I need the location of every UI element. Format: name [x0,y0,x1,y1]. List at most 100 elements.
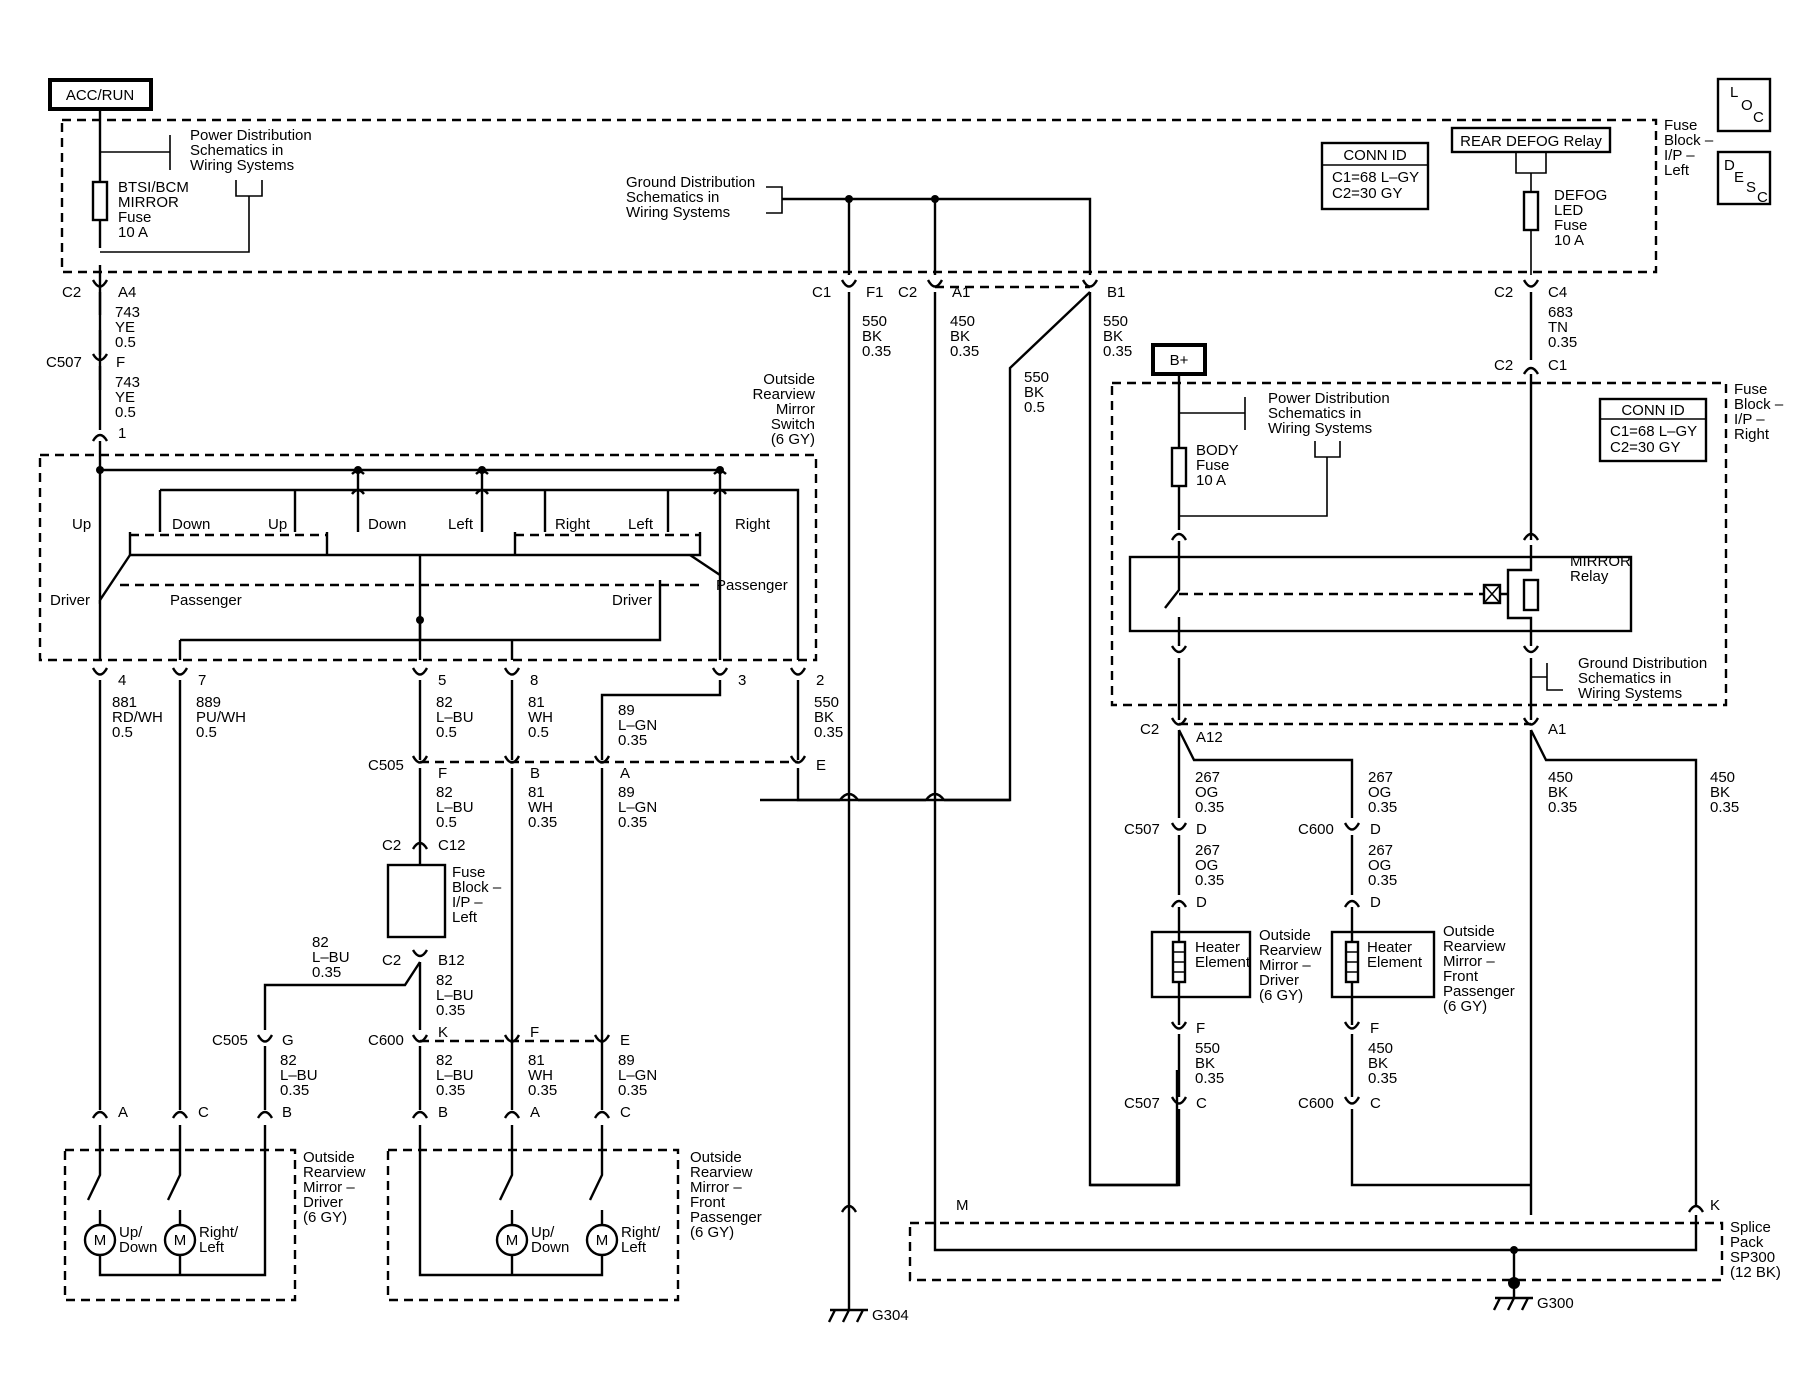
svg-text:Wiring Systems: Wiring Systems [626,204,730,221]
wire-267-d: 267 OG 0.35 [1368,842,1397,889]
svg-text:BK: BK [1368,1055,1388,1072]
svg-text:F: F [116,354,125,371]
svg-text:F: F [438,765,447,782]
svg-text:B: B [282,1104,292,1121]
svg-text:81: 81 [528,1052,545,1069]
svg-text:A: A [620,765,630,782]
switch-title: Outside Rearview Mirror Switch (6 GY) [752,371,815,448]
svg-text:BK: BK [1195,1055,1215,1072]
svg-text:C507: C507 [1124,821,1160,838]
svg-text:Driver: Driver [612,592,652,609]
switch-labels: Up Down Up Down Left Right Left Right Dr… [50,516,788,609]
wire-81-a: 81 WH 0.5 [528,694,553,741]
svg-text:M: M [94,1232,107,1249]
svg-text:Schematics in: Schematics in [1268,405,1361,422]
svg-text:B1: B1 [1107,284,1125,301]
body-fuse-label: BODY Fuse 10 A [1196,442,1239,489]
svg-text:M: M [506,1232,519,1249]
svg-text:0.5: 0.5 [528,724,549,741]
wire-450-bk-c: 450 BK 0.35 [1368,1040,1397,1087]
wire-550-bk-f1: 550 BK 0.35 [862,313,891,360]
connector-c505-row: C505 F B A E [368,755,826,782]
connector-switch-3: 3 [711,667,746,689]
mirror-driver-title: Outside Rearview Mirror – Driver (6 GY) [303,1149,366,1226]
svg-text:PU/WH: PU/WH [196,709,246,726]
desc-letter: C [1757,189,1768,206]
svg-text:BTSI/BCM: BTSI/BCM [118,179,189,196]
svg-text:BK: BK [814,709,834,726]
heater-pass: Heater Element [1330,907,1436,1025]
svg-text:C2: C2 [1494,284,1513,301]
ground-distribution-ref-right: Ground Distribution Schematics in Wiring… [1578,655,1707,702]
svg-text:0.35: 0.35 [950,343,979,360]
loc-button[interactable]: L O C [1716,77,1772,133]
svg-text:8: 8 [530,672,538,689]
svg-text:BK: BK [1024,384,1044,401]
ground-g300-icon: G300 [1492,1283,1574,1312]
svg-text:B+: B+ [1170,352,1189,369]
svg-text:BK: BK [1103,328,1123,345]
svg-text:BK: BK [862,328,882,345]
svg-text:C12: C12 [438,837,466,854]
svg-text:C600: C600 [1298,1095,1334,1112]
svg-text:K: K [1710,1197,1720,1214]
svg-text:450: 450 [1548,769,1573,786]
svg-text:F1: F1 [866,284,884,301]
wire-82-b: 82 L–BU 0.5 [436,784,474,831]
svg-text:Left: Left [452,909,478,926]
svg-text:Fuse: Fuse [1734,381,1767,398]
svg-text:Mirror –: Mirror – [690,1179,742,1196]
svg-text:0.5: 0.5 [1024,399,1045,416]
splice-connectors: M K [840,1197,1720,1214]
svg-text:450: 450 [1710,769,1735,786]
power-distribution-ref-right: Power Distribution Schematics in Wiring … [1268,390,1390,437]
wire-889: 889 PU/WH 0.5 [196,694,246,741]
desc-button[interactable]: D E S C [1716,150,1772,206]
svg-text:Schematics in: Schematics in [190,142,283,159]
svg-text:Down: Down [531,1239,569,1256]
mirror-pass-outline [386,1148,680,1302]
svg-text:89: 89 [618,1052,635,1069]
connector-c600-c: C600 C [1298,1095,1381,1112]
wire-550-bk-diagonal: 550 BK 0.5 [1024,369,1049,416]
svg-text:C: C [1370,1095,1381,1112]
svg-text:550: 550 [814,694,839,711]
svg-text:267: 267 [1368,769,1393,786]
b-plus-badge: B+ [1151,343,1207,376]
svg-text:2: 2 [816,672,824,689]
svg-text:CONN ID: CONN ID [1343,147,1407,164]
svg-text:BK: BK [950,328,970,345]
connector-switch-4: 4 [91,667,126,689]
svg-text:0.35: 0.35 [1548,799,1577,816]
svg-text:C1: C1 [1548,357,1567,374]
svg-text:TN: TN [1548,319,1568,336]
svg-text:C505: C505 [212,1032,248,1049]
svg-text:Block –: Block – [1664,132,1714,149]
rear-defog-relay: REAR DEFOG Relay [1450,126,1612,154]
svg-text:OG: OG [1368,857,1391,874]
svg-text:E: E [816,757,826,774]
svg-text:Down: Down [172,516,210,533]
mirror-switch-outline [38,453,818,662]
svg-text:Right/: Right/ [199,1224,239,1241]
loc-letter: L [1730,84,1738,101]
svg-text:Left: Left [448,516,474,533]
svg-text:0.35: 0.35 [1368,872,1397,889]
body-fuse-icon [1170,446,1188,488]
svg-text:Fuse: Fuse [1664,117,1697,134]
svg-text:Fuse: Fuse [452,864,485,881]
svg-text:C1=68 L–GY: C1=68 L–GY [1332,169,1419,186]
svg-text:M: M [596,1232,609,1249]
svg-text:82: 82 [436,784,453,801]
defog-fuse-label: DEFOG LED Fuse 10 A [1554,187,1607,249]
svg-text:B: B [438,1104,448,1121]
svg-text:0.35: 0.35 [1195,799,1224,816]
svg-text:A12: A12 [1196,729,1223,746]
svg-text:Up/: Up/ [119,1224,143,1241]
motor-updown-pass-icon [495,1223,529,1257]
svg-text:C: C [1196,1095,1207,1112]
svg-text:0.35: 0.35 [1103,343,1132,360]
svg-text:I/P –: I/P – [1664,147,1695,164]
svg-text:C2: C2 [898,284,917,301]
svg-text:Rearview: Rearview [690,1164,753,1181]
